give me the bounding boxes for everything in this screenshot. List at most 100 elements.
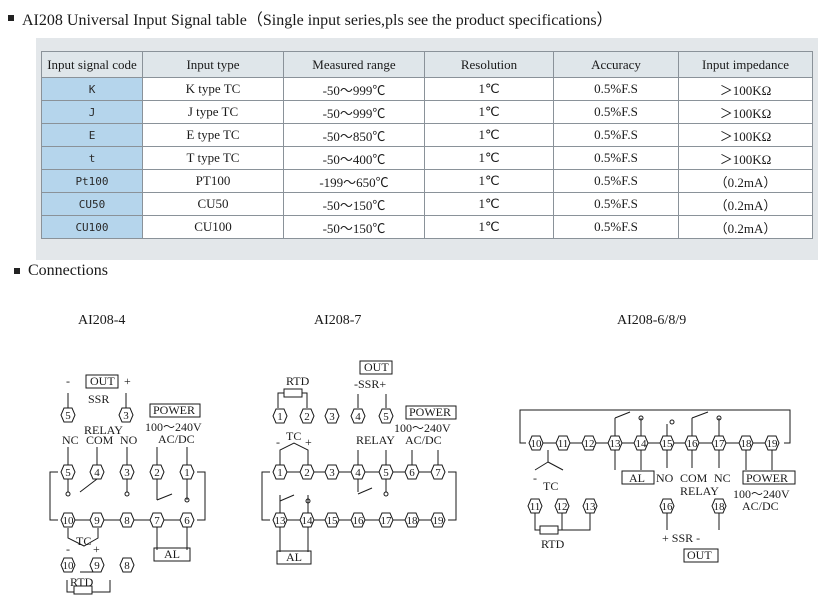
terminal-number: 10 — [63, 560, 75, 572]
tc-minus-label: - — [66, 542, 70, 556]
terminal-number: 2 — [154, 467, 160, 479]
relay-label: RELAY — [356, 433, 395, 447]
terminal-d3: 16 — [684, 435, 700, 451]
terminal-d2: 6 — [404, 464, 420, 480]
bullet-icon — [8, 15, 14, 21]
voltage-label: 100～240V — [394, 421, 451, 435]
terminal-number: 6 — [409, 467, 415, 479]
terminal-d3: 13 — [582, 498, 598, 514]
tc-label: TC — [543, 479, 558, 493]
al-box — [153, 547, 191, 562]
ssr-label: + SSR - — [662, 531, 700, 545]
terminal-d2: 5 — [378, 464, 394, 480]
terminal-d1: 9 — [89, 557, 105, 573]
terminal-number: 9 — [94, 560, 100, 572]
out-box — [359, 360, 393, 375]
table-header-row: Input signal code Input type Measured ra… — [41, 51, 813, 78]
terminal-d3: 19 — [764, 435, 780, 451]
table-cell: ＞100KΩ — [678, 77, 813, 101]
ssr-label: SSR — [88, 392, 109, 406]
terminal-d3: 13 — [607, 435, 623, 451]
diagram-title-ai208-7: AI208-7 — [314, 313, 362, 328]
com-label: COM — [86, 433, 114, 447]
terminal-d2: 13 — [272, 512, 288, 528]
terminal-d2: 3 — [324, 408, 340, 424]
terminal-number: 16 — [662, 501, 674, 513]
terminal-number: 18 — [714, 501, 726, 513]
relay-label: RELAY — [680, 484, 719, 498]
terminal-d3: 11 — [555, 435, 571, 451]
terminal-d3: 12 — [581, 435, 597, 451]
out-label: OUT — [687, 548, 712, 562]
column-header: Resolution — [424, 51, 554, 78]
table-cell: （0.2mA） — [678, 169, 813, 193]
terminal-d1: 8 — [119, 512, 135, 528]
terminal-number: 15 — [662, 438, 674, 450]
diagram-title-ai208-4: AI208-4 — [78, 313, 126, 328]
relay-label: RELAY — [84, 423, 123, 437]
terminal-d2: 17 — [378, 512, 394, 528]
terminal-d1: 4 — [89, 464, 105, 480]
table-cell: T type TC — [142, 146, 284, 170]
acdc-label: AC/DC — [158, 432, 195, 446]
table-cell: -50～150℃ — [283, 215, 425, 239]
ssr-label: -SSR+ — [354, 377, 386, 391]
terminal-d1: 1 — [179, 464, 195, 480]
terminal-number: 8 — [124, 515, 130, 527]
table-cell: 1℃ — [424, 77, 554, 101]
terminal-d2: 3 — [324, 464, 340, 480]
terminal-number: 16 — [687, 438, 699, 450]
connections-heading-text: Connections — [28, 262, 108, 279]
terminal-number: 17 — [714, 438, 726, 450]
acdc-label: AC/DC — [405, 433, 442, 447]
terminal-number: 18 — [741, 438, 753, 450]
terminal-d3: 12 — [554, 498, 570, 514]
terminal-d3: 16 — [659, 498, 675, 514]
table-heading-text: AI208 Universal Input Signal table（Singl… — [22, 12, 613, 29]
rtd-label: RTD — [286, 374, 310, 388]
voltage-label: 100～240V — [145, 420, 202, 434]
terminal-d3: 10 — [528, 435, 544, 451]
terminal-d1: 10 — [60, 512, 76, 528]
power-box — [149, 403, 201, 418]
table-cell: 0.5%F.S — [553, 192, 679, 216]
terminal-number: 19 — [433, 515, 445, 527]
terminal-number: 9 — [94, 515, 100, 527]
out-label: OUT — [364, 360, 389, 374]
terminal-number: 10 — [531, 438, 543, 450]
terminal-number: 6 — [184, 515, 190, 527]
terminal-d2: 5 — [378, 408, 394, 424]
com-label: COM — [680, 471, 708, 485]
terminal-d2: 1 — [272, 408, 288, 424]
tc-label: TC — [286, 429, 301, 443]
no-label: NO — [656, 471, 674, 485]
table-cell: -50～850℃ — [283, 123, 425, 147]
al-label: AL — [164, 547, 180, 561]
terminal-number: 13 — [610, 438, 622, 450]
diagram-ai208-689: - TC AL NO COM NC RELAY POWER 100～240V A… — [519, 409, 796, 563]
signal-code-cell: J — [41, 100, 143, 124]
al-box — [621, 470, 655, 485]
terminal-d3: 18 — [711, 498, 727, 514]
terminal-number: 3 — [329, 467, 335, 479]
al-label: AL — [286, 550, 302, 564]
terminal-number: 5 — [383, 467, 389, 479]
table-cell: K type TC — [142, 77, 284, 101]
terminal-number: 19 — [767, 438, 779, 450]
terminal-d1: 10 — [60, 557, 76, 573]
table-cell: （0.2mA） — [678, 192, 813, 216]
table-cell: E type TC — [142, 123, 284, 147]
nc-label: NC — [62, 433, 79, 447]
table-cell: （0.2mA） — [678, 215, 813, 239]
terminal-number: 14 — [636, 438, 648, 450]
terminal-d1: 2 — [149, 464, 165, 480]
terminal-d2: 18 — [404, 512, 420, 528]
terminal-number: 1 — [184, 467, 190, 479]
column-header: Input signal code — [41, 51, 143, 78]
table-cell: 1℃ — [424, 123, 554, 147]
